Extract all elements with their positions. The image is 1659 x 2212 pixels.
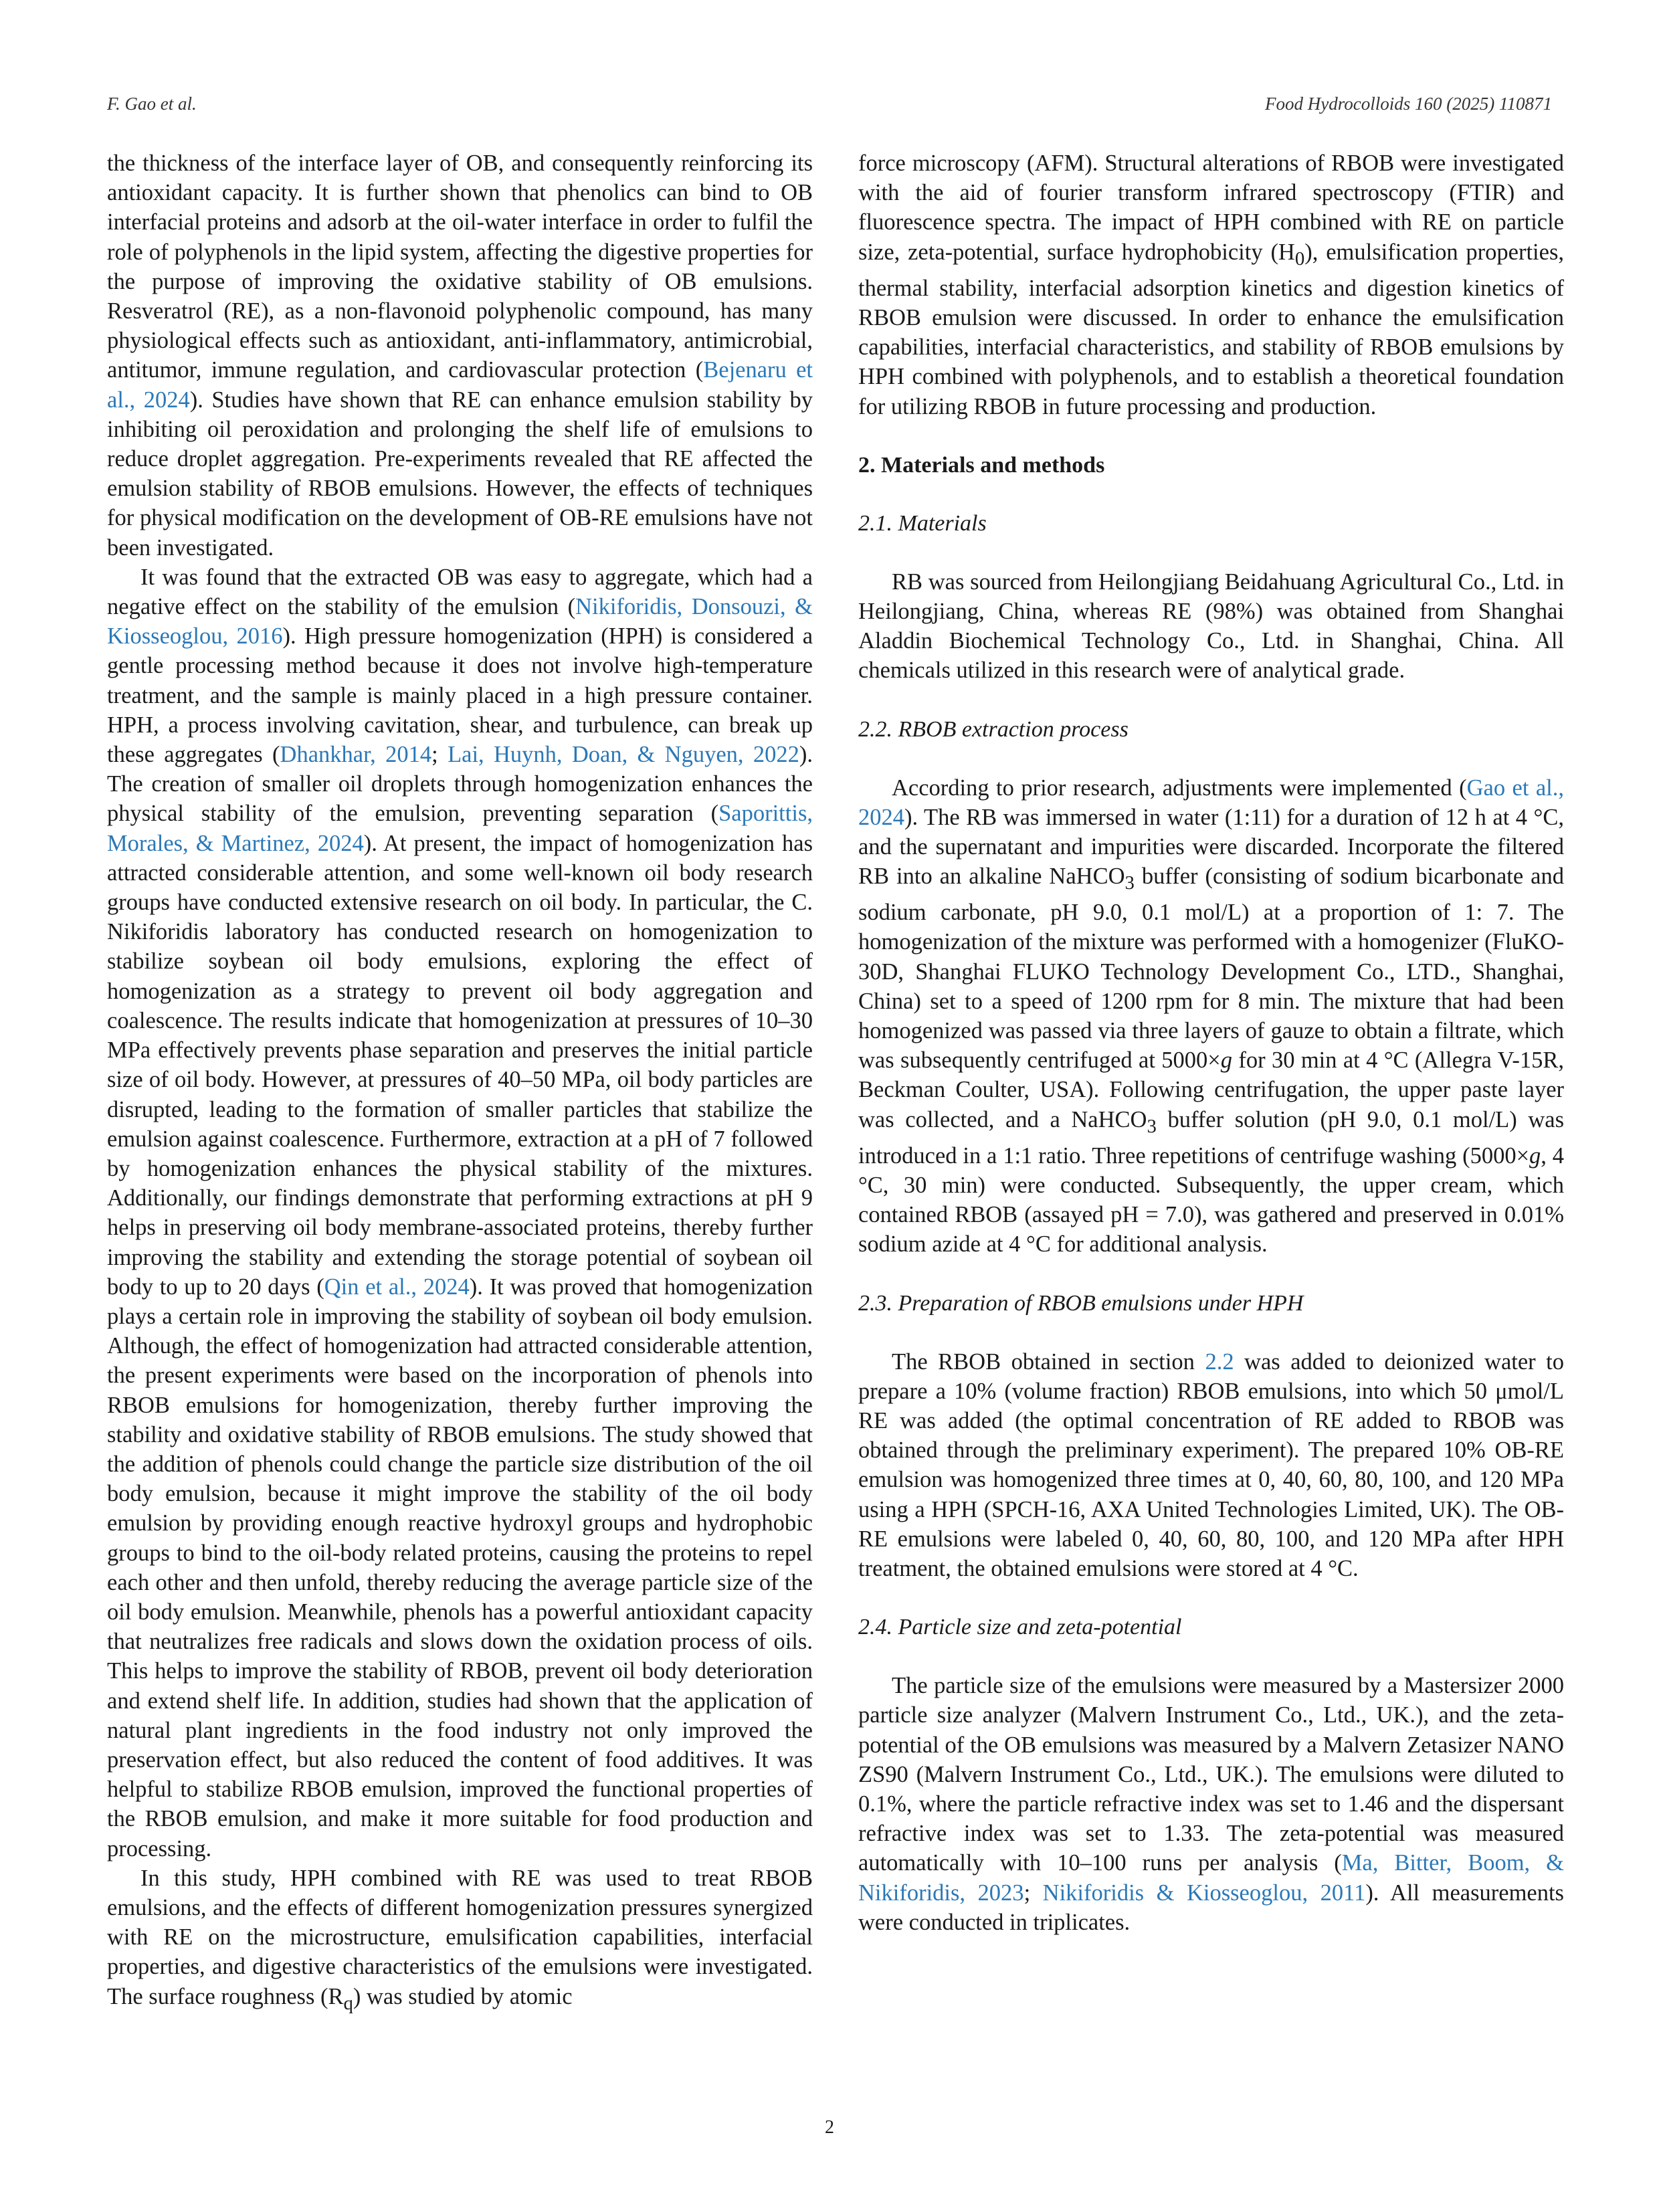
citation-link[interactable]: Gao et al., 2024 — [858, 775, 1564, 830]
italic-g: g — [1529, 1142, 1541, 1169]
subscript: 0 — [1294, 247, 1305, 270]
text-run: In this study, HPH combined with RE was … — [107, 1865, 813, 2009]
citation-link[interactable]: Dhankhar, 2014 — [280, 742, 432, 768]
italic-g: g — [1220, 1047, 1232, 1074]
paragraph: According to prior research, adjustments… — [858, 773, 1564, 1260]
text-run: ). The RB was immersed in water (1:11) f… — [858, 804, 1564, 890]
subsection-heading: 2.3. Preparation of RBOB emulsions under… — [858, 1290, 1304, 1316]
text-run: ), emulsification properties, thermal st… — [858, 239, 1565, 419]
text-run: According to prior research, adjustments… — [892, 775, 1467, 801]
text-run: It was found that the extracted OB was e… — [107, 564, 813, 620]
text-run: for 30 min at 4 °C (Allegra V-15R, Beckm… — [858, 1047, 1564, 1132]
citation-link[interactable]: Ma, Bitter, Boom, & Nikiforidis, 2023 — [858, 1850, 1565, 1906]
text-run: The particle size of the emulsions were … — [858, 1673, 1564, 1876]
subscript: 3 — [1125, 872, 1135, 894]
right-column: force microscopy (AFM). Structural alter… — [858, 148, 1564, 1937]
text-run: ). The creation of smaller oil droplets … — [107, 742, 813, 827]
subsection-heading: 2.1. Materials — [858, 510, 987, 536]
subscript: q — [343, 1992, 353, 2014]
left-column: the thickness of the interface layer of … — [107, 148, 813, 2018]
text-run: buffer (consisting of sodium bicarbonate… — [858, 864, 1564, 1074]
running-header: F. Gao et al. Food Hydrocolloids 160 (20… — [107, 94, 1552, 120]
section-heading: 2. Materials and methods — [858, 452, 1105, 478]
text-run: ). High pressure homogenization (HPH) is… — [107, 623, 813, 768]
paragraph: The particle size of the emulsions were … — [858, 1671, 1564, 1937]
page-number: 2 — [825, 2117, 834, 2138]
citation-link[interactable]: Nikiforidis, Donsouzi, & Kiosseoglou, 20… — [107, 594, 813, 649]
citation-link[interactable]: Nikiforidis & Kiosseoglou, 2011 — [1042, 1880, 1366, 1906]
paragraph: the thickness of the interface layer of … — [107, 148, 813, 563]
text-run: was added to deionized water to prepare … — [858, 1348, 1564, 1581]
header-journal: Food Hydrocolloids 160 (2025) 110871 — [1265, 94, 1552, 114]
text-run: ). At present, the impact of homogenizat… — [107, 830, 813, 1300]
text-run: ; — [1023, 1880, 1043, 1906]
citation-link[interactable]: Lai, Huynh, Doan, & Nguyen, 2022 — [448, 742, 799, 768]
text-run: ). It was proved that homogenization pla… — [107, 1274, 813, 1862]
paragraph: The RBOB obtained in section 2.2 was add… — [858, 1347, 1564, 1584]
text-run: ; — [431, 742, 448, 768]
paragraph: force microscopy (AFM). Structural alter… — [858, 148, 1564, 421]
text-run: ). Studies have shown that RE can enhanc… — [107, 387, 813, 561]
paragraph: In this study, HPH combined with RE was … — [107, 1864, 813, 2018]
text-run: buffer solution (pH 9.0, 0.1 mol/L) was … — [858, 1106, 1564, 1169]
citation-link[interactable]: Bejenaru et al., 2024 — [107, 357, 813, 413]
citation-link[interactable]: Qin et al., 2024 — [324, 1274, 470, 1300]
section-link[interactable]: 2.2 — [1205, 1348, 1234, 1375]
text-run: the thickness of the interface layer of … — [107, 150, 813, 383]
text-run: ) was studied by atomic — [353, 1983, 573, 2009]
paragraph: It was found that the extracted OB was e… — [107, 563, 813, 1864]
subsection-heading: 2.4. Particle size and zeta-potential — [858, 1615, 1182, 1640]
text-run: , 4 °C, 30 min) were conducted. Subseque… — [858, 1142, 1565, 1258]
text-run: The RBOB obtained in section — [892, 1348, 1205, 1375]
header-authors: F. Gao et al. — [107, 94, 197, 114]
text-run: force microscopy (AFM). Structural alter… — [858, 150, 1564, 265]
text-run: ). All measurements were conducted in tr… — [858, 1880, 1564, 1935]
subsection-heading: 2.2. RBOB extraction process — [858, 716, 1129, 742]
subscript: 3 — [1147, 1115, 1157, 1137]
citation-link[interactable]: Saporittis, Morales, & Martinez, 2024 — [107, 801, 813, 856]
paragraph: RB was sourced from Heilongjiang Beidahu… — [858, 569, 1564, 684]
